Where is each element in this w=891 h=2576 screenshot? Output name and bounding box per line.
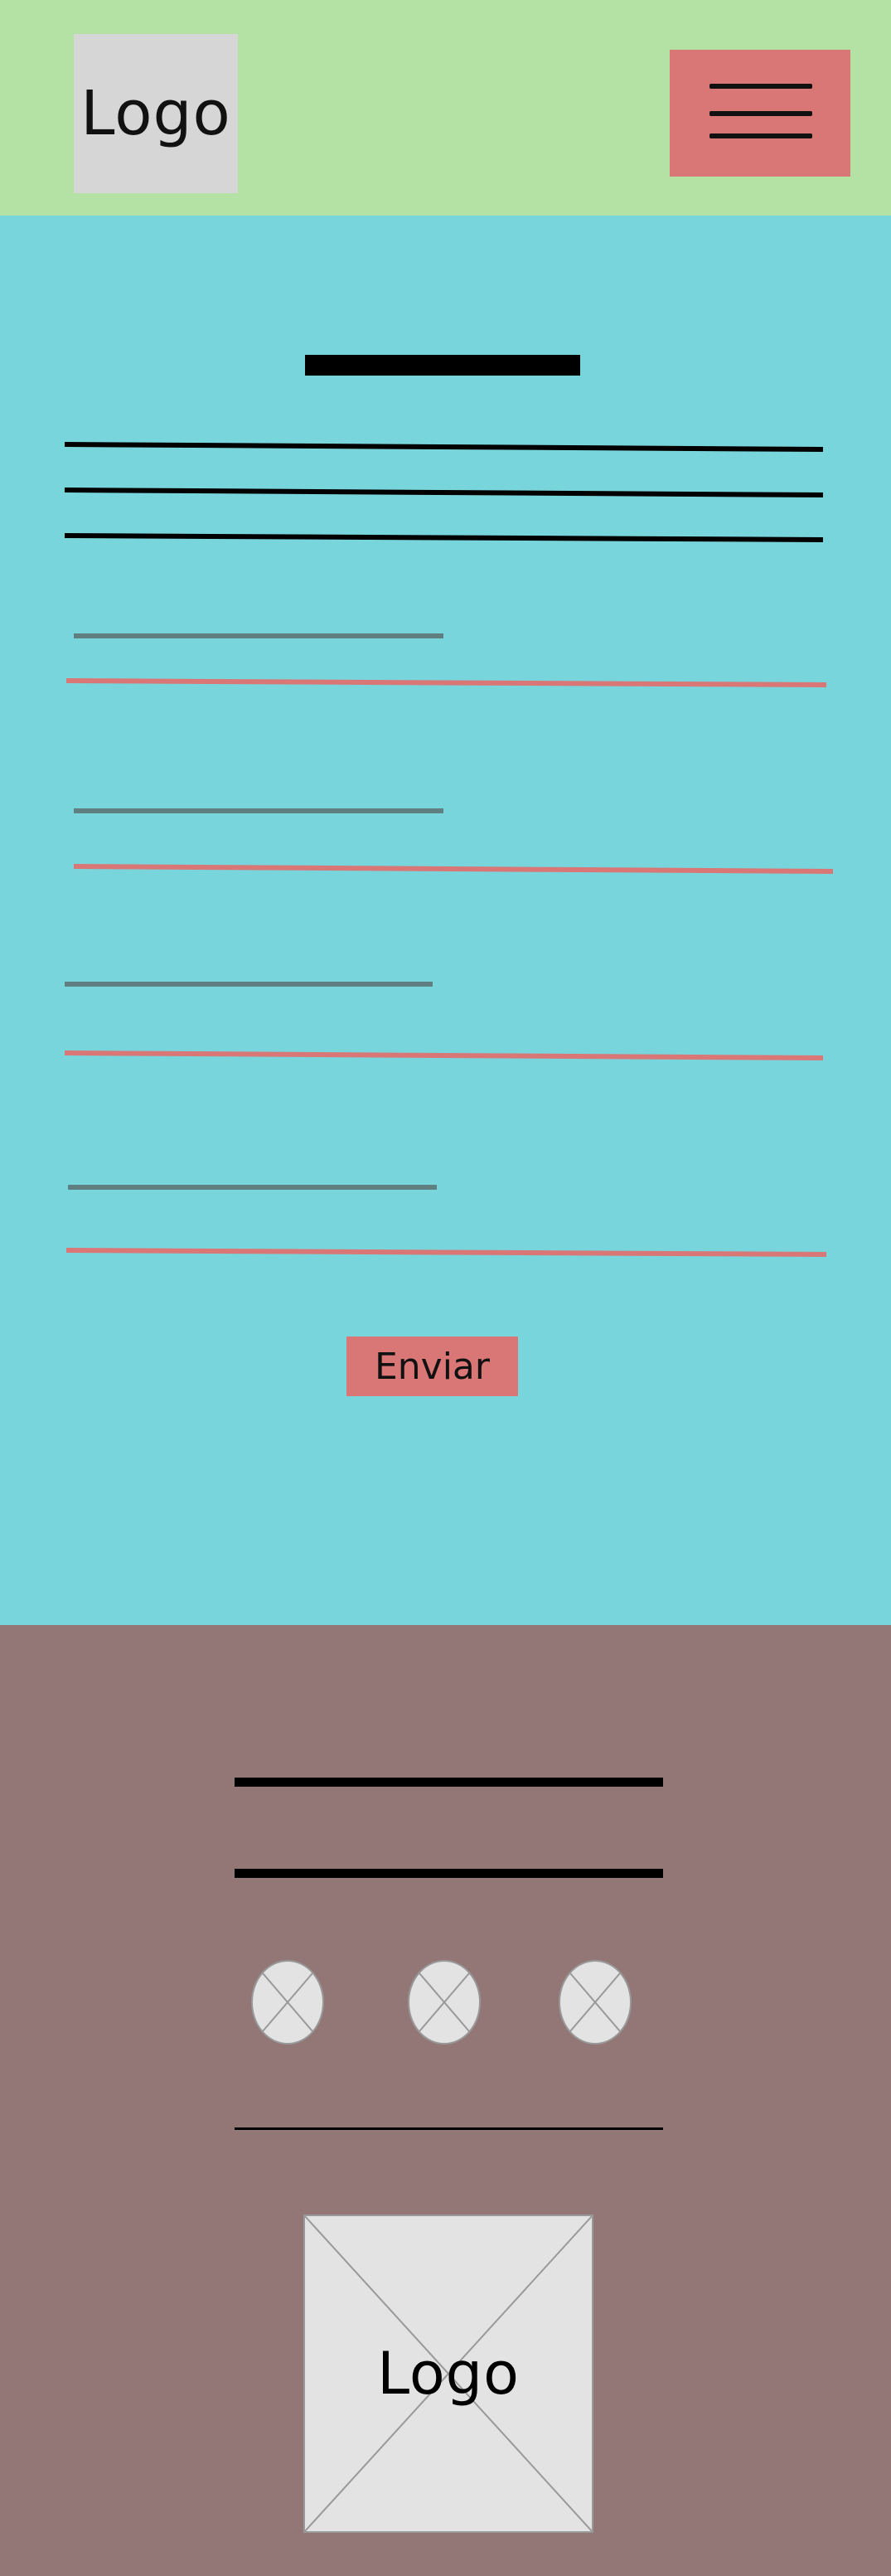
submit-button[interactable]: Enviar [346,1337,518,1396]
form-input-field[interactable] [65,1248,827,1257]
form-input-field[interactable] [64,1050,824,1060]
site-footer: Logo [0,1625,891,2576]
hamburger-line [709,133,812,138]
image-placeholder-icon [408,1960,481,2045]
intro-paragraph-placeholder [64,442,824,542]
footer-logo[interactable]: Logo [303,2215,593,2533]
image-placeholder-icon [303,2215,593,2533]
header-logo[interactable]: Logo [74,34,238,193]
site-header: Logo [0,0,891,216]
hamburger-line [709,111,812,116]
contact-section: Enviar [0,216,891,1625]
social-icon-3[interactable] [559,1960,632,2045]
footer-logo-text: Logo [377,2340,520,2408]
form-input-field[interactable] [73,864,834,874]
social-icon-2[interactable] [408,1960,481,2045]
image-placeholder-icon [251,1960,324,2045]
form-input-field[interactable] [65,678,827,687]
section-title-placeholder [305,355,580,376]
social-icon-1[interactable] [251,1960,324,2045]
hamburger-line [709,84,812,89]
footer-text-placeholder [235,1778,663,1787]
menu-button[interactable] [670,50,850,177]
content-lines [64,355,834,1257]
footer-divider [235,2127,663,2130]
footer-text-placeholder [235,1869,663,1878]
image-placeholder-icon [559,1960,632,2045]
